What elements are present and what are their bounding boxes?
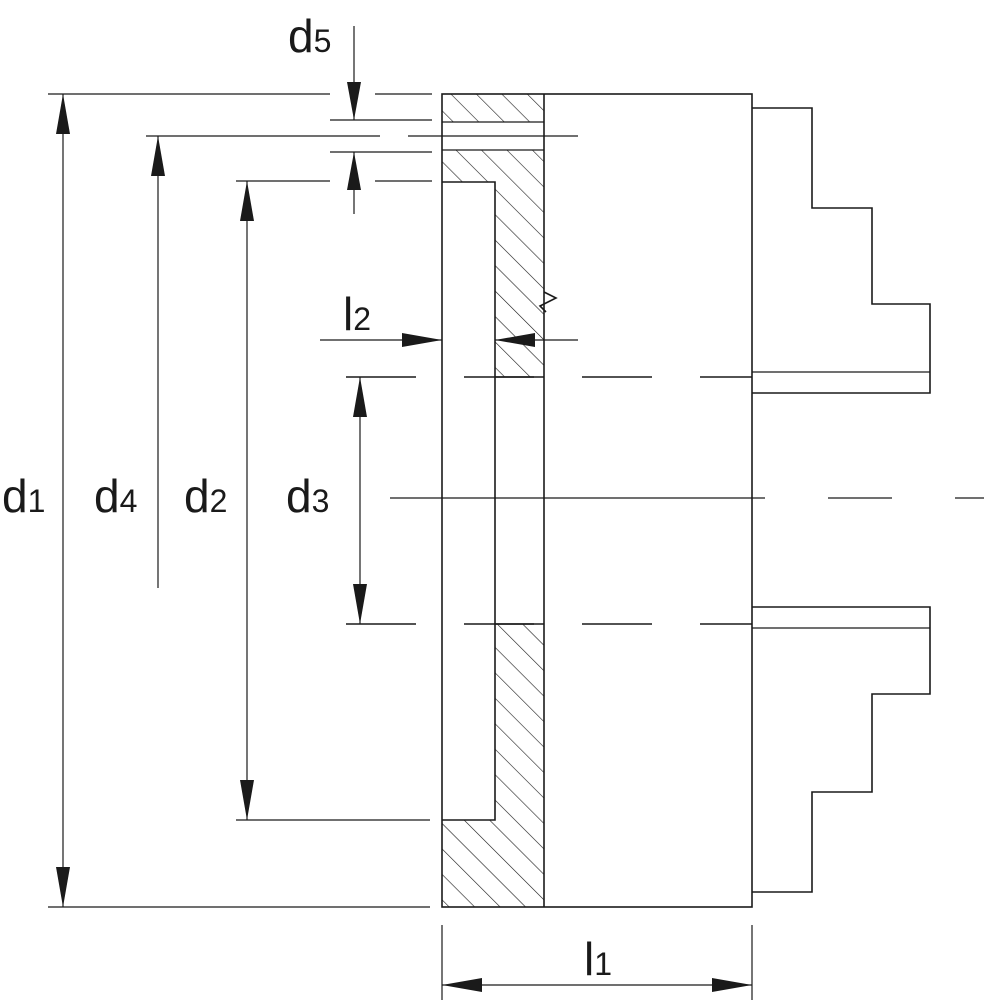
section-hatching (442, 94, 544, 907)
extension-lines (48, 93, 753, 1000)
dimension-d5 (347, 26, 361, 214)
dimension-l2 (320, 333, 578, 347)
break-line (538, 291, 558, 313)
label-d5: d5 (288, 10, 331, 62)
label-d4: d4 (94, 470, 137, 522)
label-d1: d1 (2, 470, 45, 522)
dimension-d2 (240, 181, 254, 820)
label-d2: d2 (184, 470, 227, 522)
dimension-d3 (353, 377, 367, 624)
dimension-l1 (442, 978, 752, 992)
chuck-body (441, 93, 753, 908)
dimension-d4 (151, 136, 165, 588)
bottom-jaw (752, 606, 931, 893)
label-l1: l1 (584, 933, 612, 985)
center-lines (346, 376, 984, 625)
label-d3: d3 (286, 470, 329, 522)
dimension-d1 (56, 94, 70, 907)
top-jaw (752, 107, 931, 394)
label-l2: l2 (343, 288, 371, 340)
